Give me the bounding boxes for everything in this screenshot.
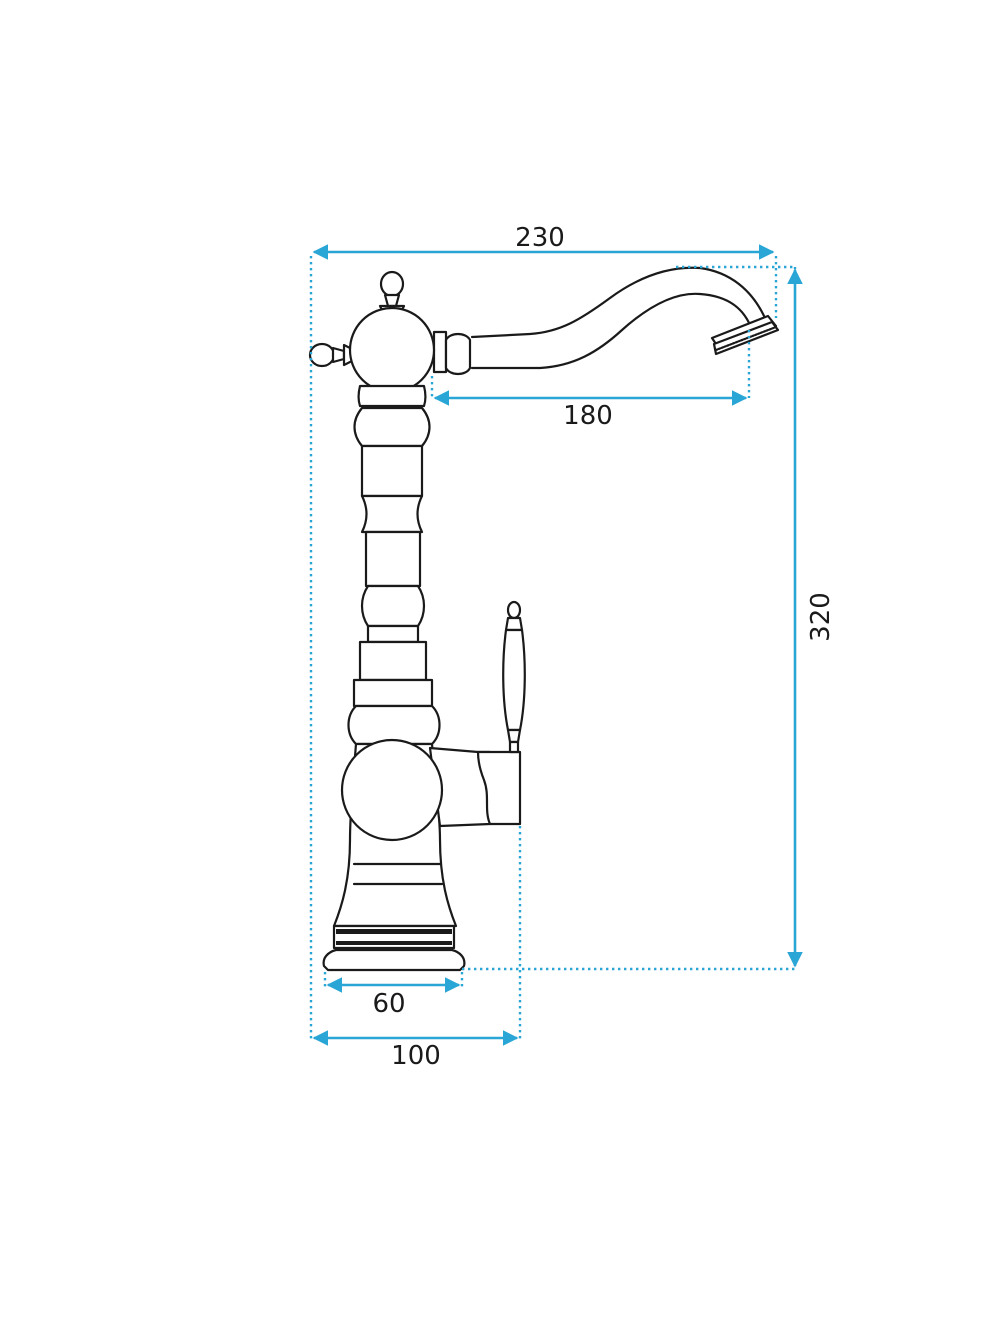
left-handle-knob (308, 342, 354, 368)
base-ring-dark-fill-2 (336, 941, 452, 945)
neck-bulge-2 (360, 584, 426, 628)
aerator (710, 314, 780, 356)
base-plate (322, 948, 466, 972)
neck-bulge-1 (353, 406, 431, 448)
dim-body-width-label: 100 (391, 1041, 441, 1071)
dim-base-diameter-label: 60 (372, 989, 405, 1019)
top-handle-knob (378, 270, 406, 316)
body-disc (340, 738, 444, 842)
body-block-2 (352, 678, 434, 708)
base-ring-dark-fill (336, 929, 452, 934)
neck-segment-1 (360, 444, 424, 498)
dimension-lines (309, 244, 803, 1046)
neck-pinch-1 (360, 494, 424, 534)
spout-collar (432, 330, 448, 374)
neck-ring (366, 624, 420, 644)
neck-segment-2 (364, 530, 422, 588)
body-block-1 (358, 640, 428, 682)
ball-top (348, 306, 436, 394)
spout-ring (444, 332, 472, 376)
lever-handle (502, 600, 526, 754)
faucet-outline (308, 266, 780, 972)
dim-spout-reach-label: 180 (563, 401, 613, 431)
body-bulge (347, 704, 441, 746)
dim-overall-width-label: 230 (515, 223, 565, 253)
neck-collar (357, 384, 427, 408)
lever-block (476, 750, 522, 826)
dim-overall-height-label: 320 (806, 592, 836, 642)
